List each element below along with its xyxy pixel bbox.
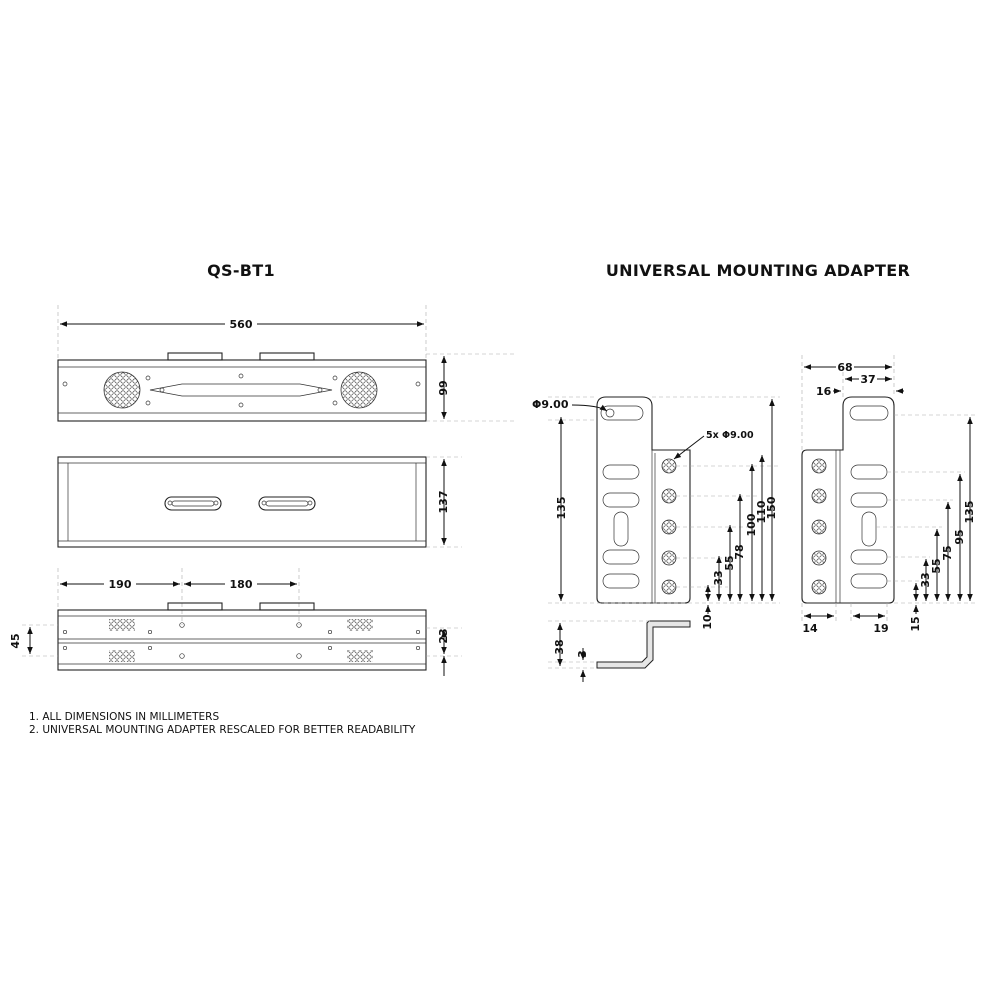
adapter-hole-column-left: [661, 458, 677, 595]
dim-left-10: 10: [701, 614, 714, 630]
dim-profile-3: 3: [576, 650, 589, 658]
label-5x-phi-9: 5x Φ9.00: [706, 430, 754, 441]
dim-right-55: 55: [930, 558, 943, 573]
qs-bt1-side-view: 137: [57, 456, 462, 548]
dim-left-33: 33: [712, 570, 725, 585]
qs-bt1-top-view: 560 99: [57, 305, 515, 422]
dim-left-100: 100: [745, 513, 758, 536]
dim-right-75: 75: [941, 545, 954, 560]
label-phi-9: Φ9.00: [532, 398, 569, 411]
dim-right-95: 95: [953, 529, 966, 544]
dim-left-110: 110: [755, 500, 768, 523]
note-2: 2. UNIVERSAL MOUNTING ADAPTER RESCALED F…: [29, 724, 416, 736]
dim-left-55: 55: [723, 555, 736, 570]
dim-right-135: 135: [963, 501, 976, 524]
qs-bt1-bottom-view: 190 180 45 23: [9, 568, 462, 676]
title-universal-mounting-adapter: UNIVERSAL MOUNTING ADAPTER: [606, 261, 910, 280]
dim-profile-38: 38: [553, 639, 566, 654]
dim-left-78: 78: [733, 544, 746, 559]
dim-23: 23: [437, 628, 450, 643]
dim-99: 99: [437, 380, 450, 395]
dim-right-37: 37: [860, 373, 875, 386]
adapter-profile-view: 38 3: [548, 620, 691, 682]
dim-left-150: 150: [765, 496, 778, 519]
dim-190: 190: [109, 578, 132, 591]
dim-right-14: 14: [802, 622, 818, 635]
adapter-right-view: 68 37 16 135 95 75 55 33 15: [801, 355, 976, 635]
adapter-hole-column-right: [811, 458, 827, 595]
dim-560: 560: [230, 318, 253, 331]
dim-right-16: 16: [816, 385, 832, 398]
dim-right-15: 15: [909, 616, 922, 631]
dim-137: 137: [437, 491, 450, 514]
adapter-left-view: Φ9.00 5x Φ9.00 135 150 110 100 78 55: [532, 396, 780, 630]
dim-45: 45: [9, 633, 22, 648]
dim-right-33: 33: [919, 572, 932, 587]
note-1: 1. ALL DIMENSIONS IN MILLIMETERS: [29, 711, 219, 723]
dim-right-68: 68: [837, 361, 852, 374]
dim-180: 180: [230, 578, 253, 591]
dim-left-135: 135: [555, 497, 568, 520]
title-qs-bt1: QS-BT1: [207, 261, 275, 280]
dim-right-19: 19: [873, 622, 888, 635]
